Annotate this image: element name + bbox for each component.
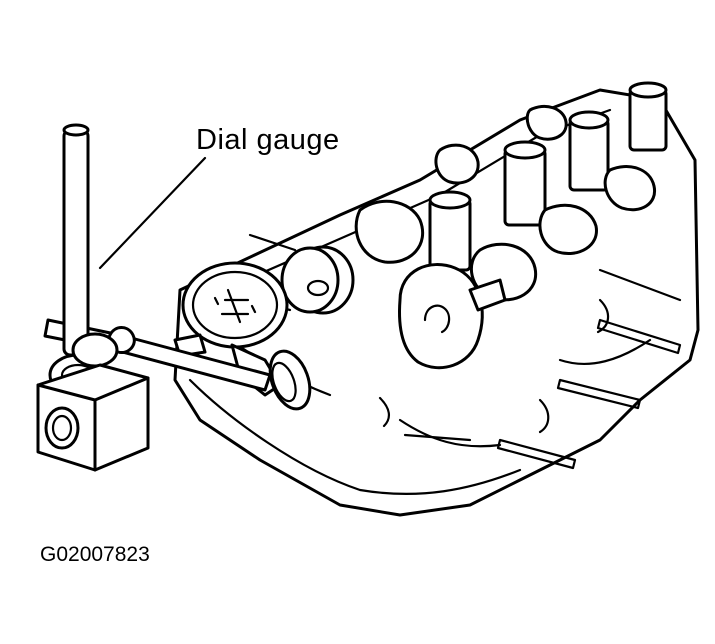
- dial-gauge-label: Dial gauge: [196, 124, 340, 156]
- cam-lobes: [354, 105, 657, 302]
- camshaft-end: [398, 263, 507, 370]
- gauge-contact-disc: [268, 349, 312, 411]
- magnetic-base: [36, 363, 150, 472]
- cam-pulley: [248, 233, 355, 315]
- figure-id: G02007823: [40, 543, 150, 566]
- camshaft-journals: [428, 81, 668, 272]
- callout-leader-line: [98, 156, 207, 270]
- stand-post: [62, 123, 90, 357]
